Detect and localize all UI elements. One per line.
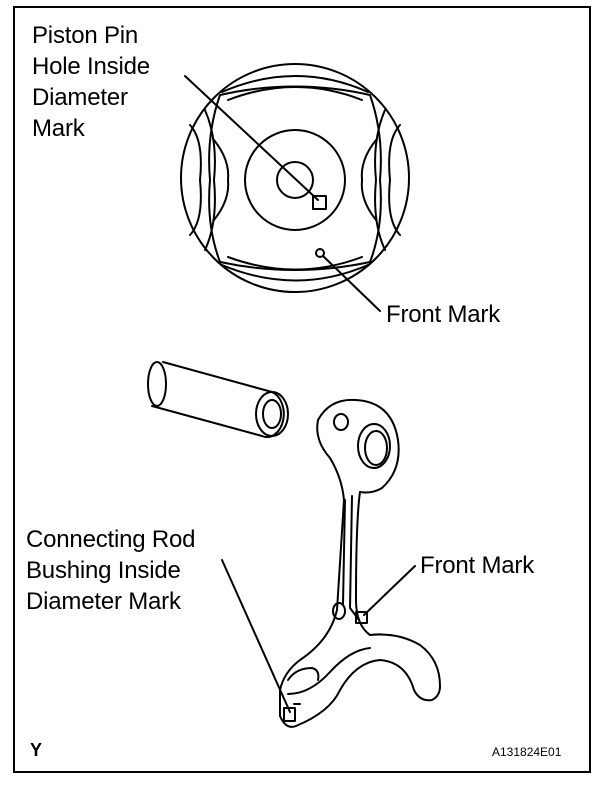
piston-top-view xyxy=(180,63,410,293)
piston-pin xyxy=(147,361,289,439)
connecting-rod xyxy=(279,398,441,728)
figure-frame xyxy=(13,6,591,773)
rod-bushing-mark-label: Connecting Rod Bushing Inside Diameter M… xyxy=(26,526,196,615)
figure-id: A131824E01 xyxy=(492,745,562,759)
rod-front-mark-label: Front Mark xyxy=(420,552,535,579)
view-code: Y xyxy=(30,740,43,760)
rod-leader-lines xyxy=(221,559,416,713)
piston-leader-lines xyxy=(184,75,381,312)
piston-front-mark-label: Front Mark xyxy=(386,301,501,328)
piston-pin-mark-label: Piston Pin Hole Inside Diameter Mark xyxy=(32,22,150,142)
